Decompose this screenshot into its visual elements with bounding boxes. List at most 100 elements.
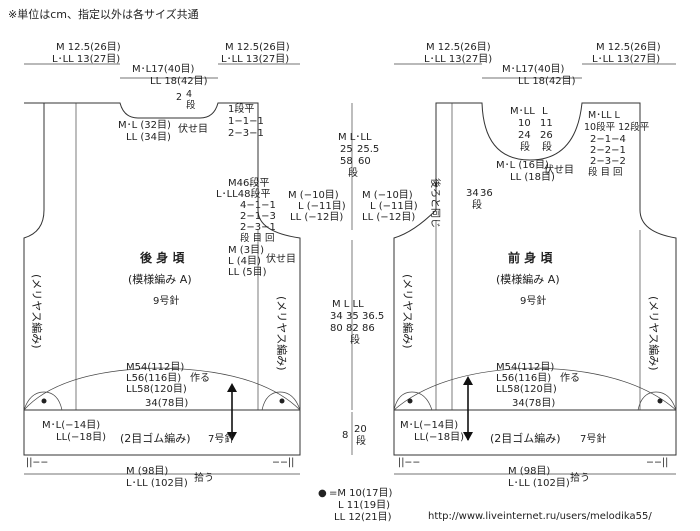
- front-neck-side: 段 目 回: [588, 166, 623, 178]
- front-armhole-m: M (−10目): [362, 190, 413, 201]
- mid-l: L (−11目): [298, 201, 346, 212]
- back-bottom-lll: L･LL (102目): [126, 478, 188, 489]
- front-cast-ml: M54(112目): [496, 362, 554, 373]
- front-neck-depth-m: 34: [466, 188, 479, 199]
- front-cast-ll: LL58(120目): [496, 384, 557, 395]
- back-pattern: (模様編み A): [128, 272, 192, 286]
- back-rib-needle: 7号針: [208, 432, 234, 445]
- watermark-url: http://www.liveinternet.ru/users/melodik…: [428, 511, 652, 522]
- back-hem-small-arc-right: [261, 391, 301, 411]
- rib-rows: 20: [354, 424, 367, 435]
- front-shoulder-lll: L･LL 13(27目): [424, 54, 492, 65]
- marker-dot: [657, 398, 663, 404]
- back-neck-depth-rows: 4: [186, 89, 192, 100]
- back-armhole-dec: 2−3−1: [240, 222, 276, 233]
- front-side-left: (メリヤス編み): [401, 274, 415, 349]
- front-needle: 9号針: [520, 294, 546, 307]
- back-panel: M 12.5(26目) L･LL 13(27目) M･L17(40目) LL 1…: [23, 42, 301, 489]
- body-m: 34: [330, 311, 343, 322]
- front-bottom-m: M (98目): [508, 466, 550, 477]
- back-needle: 9号針: [153, 294, 179, 307]
- body-unit: 段: [350, 333, 360, 346]
- front-side-right: (メリヤス編み): [647, 296, 661, 371]
- front-neck-depth-l: 36: [480, 188, 493, 199]
- back-armhole-dec: 2−1−3: [240, 211, 276, 222]
- legend-ll: LL 12(21目): [334, 512, 392, 523]
- back-armhole-bo: L (4目): [228, 256, 261, 267]
- back-rib-ml: M･L(−14目): [42, 420, 100, 431]
- back-side-right: (メリヤス編み): [275, 296, 289, 371]
- front-bindoff-ml: M･L (16目): [496, 160, 549, 171]
- rib-unit: 段: [356, 434, 366, 447]
- back-armhole-dec: 4−1−1: [240, 200, 276, 211]
- front-bottom-label: 拾う: [570, 471, 590, 484]
- back-neck-depth: 2: [176, 92, 182, 103]
- back-cast-l: L56(116目): [126, 373, 181, 384]
- armhole-size-head: M L･LL: [338, 132, 372, 143]
- back-ease: 34(78目): [145, 398, 188, 409]
- front-neck-center: M･LL: [510, 106, 535, 117]
- front-neck-side: 10段平 12段平: [584, 121, 650, 133]
- back-hem-arc: [23, 367, 301, 411]
- back-rib-ll: LL(−18目): [56, 432, 106, 443]
- front-neck-center-l: 26: [540, 130, 553, 141]
- front-neck-center: 段: [520, 140, 530, 153]
- marker-dot: [407, 398, 413, 404]
- back-shoulder-lll: L･LL 13(27目): [52, 54, 120, 65]
- unit-note: ※単位はcm、指定以外は各サイズ共通: [8, 7, 199, 21]
- armhole-lll: 25.5: [357, 144, 379, 155]
- front-rib-needle: 7号針: [580, 432, 606, 445]
- front-bindoff-label: 伏せ目: [544, 163, 574, 176]
- front-panel: M 12.5(26目) L･LL 13(27目) M･L17(40目) LL 1…: [362, 42, 677, 489]
- front-bindoff-lll: LL (18目): [510, 172, 555, 183]
- front-title: 前 身 頃: [508, 250, 553, 265]
- front-hem-arc: [393, 367, 677, 411]
- back-armhole-dec: M46段平: [228, 176, 269, 189]
- front-rib-ml: M･L(−14目): [400, 420, 458, 431]
- back-bindoff-lll: LL (34目): [126, 132, 171, 143]
- back-title: 後 身 頃: [140, 250, 185, 265]
- back-bottom-m: M (98目): [126, 466, 168, 477]
- marker-dot: [41, 398, 47, 404]
- front-armhole-l: L (−11目): [370, 201, 418, 212]
- front-neck-depth-unit: 段: [472, 198, 482, 211]
- front-neck-lll: LL 18(42目): [518, 76, 576, 87]
- front-neck-side: 2−3−2: [590, 156, 626, 167]
- front-neck-side: 2−2−1: [590, 145, 626, 156]
- back-shoulder-lll-right: L･LL 13(27目): [221, 54, 289, 65]
- front-cast-label: 作る: [560, 372, 580, 384]
- front-shoulder-ml: M 12.5(26目): [426, 42, 491, 53]
- front-neck-ml: M･L17(40目): [502, 64, 565, 75]
- front-neck-center: 10: [518, 118, 531, 129]
- back-armhole-bo-label: 伏せ目: [266, 252, 296, 265]
- back-neck-lll: LL 18(42目): [150, 76, 208, 87]
- back-armhole-dec: 段 目 回: [240, 232, 275, 244]
- front-rib-marks-right: −−||: [646, 457, 668, 468]
- back-rib: [23, 409, 301, 456]
- back-armhole-bo: LL (5目): [228, 267, 267, 278]
- back-outline: [23, 102, 301, 411]
- front-shoulder-lll-right: L･LL 13(27目): [592, 54, 660, 65]
- back-shoulder-ml: M 12.5(26目): [56, 42, 121, 53]
- back-bindoff-label: 伏せ目: [178, 122, 208, 135]
- center-measurements: M L･LL 25 25.5 58 60 段 M (−10目) L (−11目)…: [288, 103, 393, 523]
- front-neck-side: M･LL L: [588, 110, 621, 121]
- front-hem-small-arc-left: [393, 391, 433, 411]
- body-ll: 36.5: [362, 311, 384, 322]
- back-rib-label: (2目ゴム編み): [120, 431, 191, 445]
- back-cast-ml: M54(112目): [126, 362, 184, 373]
- front-neck-center: 24: [518, 130, 531, 141]
- front-same-as-back: 後ろと同じ: [429, 178, 442, 228]
- body-rows-l: 82: [346, 323, 359, 334]
- back-neck-dec: 2−3−1: [228, 128, 264, 139]
- front-rib: [393, 409, 677, 456]
- back-neck-dec: 1段平: [228, 102, 254, 115]
- armhole-unit: 段: [348, 166, 358, 179]
- front-neck-center-l: 段: [542, 140, 552, 153]
- back-bottom-label: 拾う: [194, 471, 214, 484]
- front-ease: 34(78目): [512, 398, 555, 409]
- front-pattern: (模様編み A): [496, 272, 560, 286]
- front-outline: [393, 102, 677, 411]
